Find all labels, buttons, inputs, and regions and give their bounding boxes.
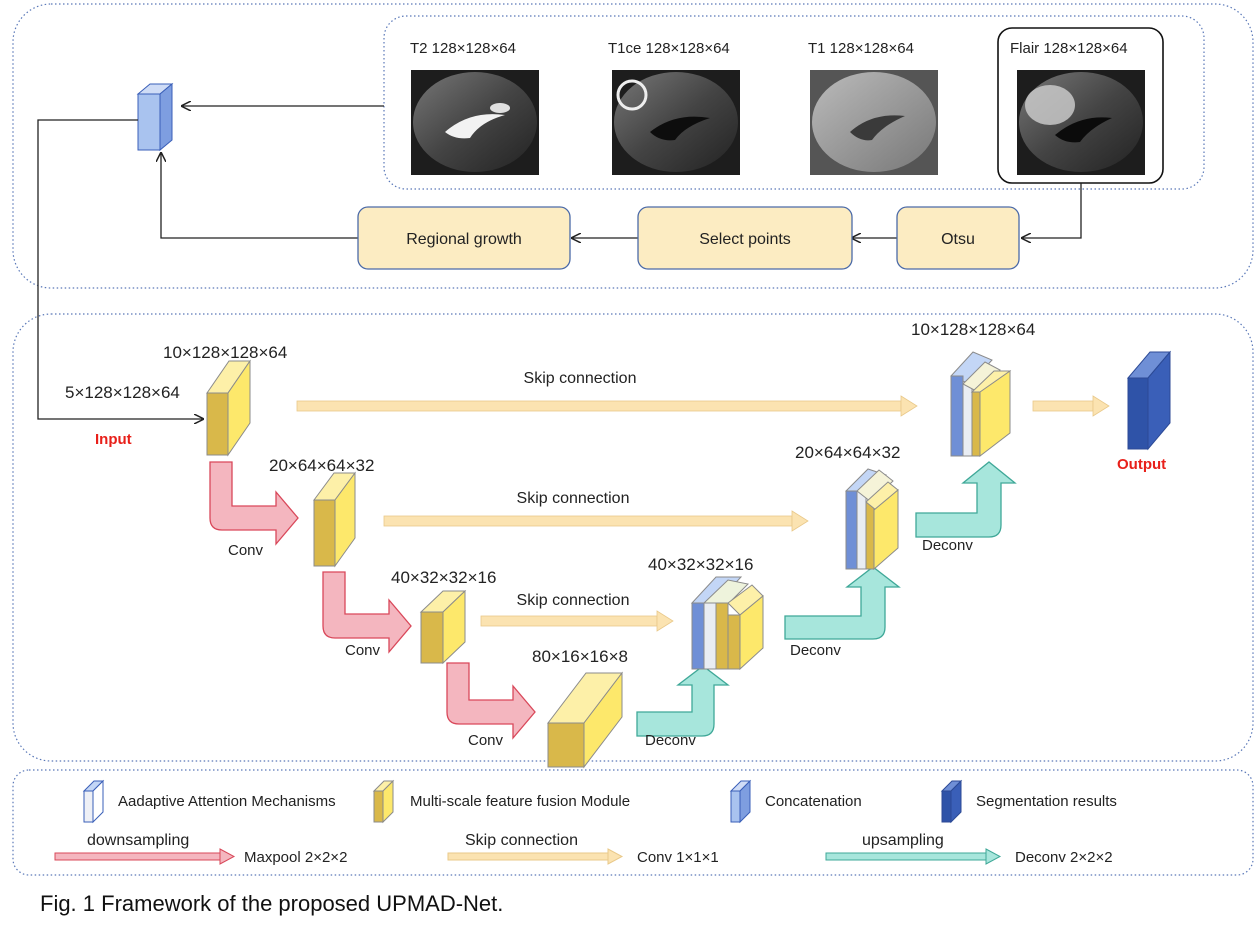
legend-panel (12, 769, 1254, 876)
input-label: Input (95, 431, 132, 448)
enc2-dim-label: 20×64×64×32 (269, 456, 374, 475)
input-dim-label: 5×128×128×64 (65, 383, 180, 402)
legend-seg-icon (940, 779, 963, 824)
legend-up-desc: Deconv 2×2×2 (1015, 849, 1113, 866)
legend-msff-label: Multi-scale feature fusion Module (410, 793, 630, 810)
deconv-label-2: Deconv (790, 642, 841, 659)
modality-label-t1: T1 128×128×64 (808, 40, 914, 57)
modality-label-t2: T2 128×128×64 (410, 40, 516, 57)
arrow-flair-to-otsu (1022, 183, 1082, 238)
deconv-arrow-3 (915, 461, 1017, 538)
conv-arrow-3 (446, 662, 536, 740)
enc1-dim-label: 10×128×128×64 (163, 343, 287, 362)
legend-up-title: upsampling (862, 832, 944, 849)
conv-arrow-2 (322, 571, 412, 654)
legend-down-arrow (54, 848, 236, 865)
encoder-block-1 (206, 359, 251, 457)
enc3-dim-label: 40×32×32×16 (391, 568, 496, 587)
legend-up-arrow (825, 848, 1002, 865)
otsu-box (896, 206, 1020, 270)
legend-attention-icon (82, 779, 105, 824)
encoder-block-2 (313, 471, 356, 568)
regional-growth-label: Regional growth (406, 231, 522, 248)
legend-down-title: downsampling (87, 832, 189, 849)
deconv-arrow-2 (784, 566, 901, 640)
bottleneck-dim-label: 80×16×16×8 (532, 647, 628, 666)
modalities-panel (383, 15, 1205, 190)
skip-label-3: Skip connection (517, 592, 630, 609)
concatenated-input-cube (136, 82, 174, 152)
arrow-input-to-network (37, 119, 203, 419)
dec2-dim-label: 20×64×64×32 (795, 443, 900, 462)
conv-arrow-1 (209, 461, 299, 546)
legend-concat-label: Concatenation (765, 793, 862, 810)
preprocessing-panel (12, 3, 1254, 289)
deconv-arrow-1 (636, 665, 730, 737)
legend-skip-arrow (447, 848, 624, 865)
select-points-box (637, 206, 853, 270)
select-points-label: Select points (699, 231, 791, 248)
figure-caption: Fig. 1 Framework of the proposed UPMAD-N… (40, 891, 503, 916)
arrow-growth-to-input (161, 153, 358, 239)
legend-skip-desc: Conv 1×1×1 (637, 849, 719, 866)
mri-image-t2 (411, 70, 539, 175)
otsu-label: Otsu (941, 231, 975, 248)
conv-label-2: Conv (345, 642, 381, 659)
legend-skip-title: Skip connection (465, 832, 578, 849)
decoder-block-2 (845, 468, 899, 571)
legend-concat-icon (729, 779, 752, 824)
legend-seg-label: Segmentation results (976, 793, 1117, 810)
decoder-block-3 (690, 576, 764, 671)
decoder-block-1 (950, 351, 1012, 458)
mri-image-t1ce (612, 70, 740, 175)
skip-arrow-1 (296, 395, 918, 417)
bottleneck-block (546, 671, 624, 769)
deconv-label-1: Deconv (645, 732, 696, 749)
skip-label-1: Skip connection (524, 370, 637, 387)
skip-arrow-2 (383, 510, 809, 532)
dec1-dim-label: 10×128×128×64 (911, 320, 1035, 339)
output-arrow (1032, 395, 1110, 417)
conv-label-1: Conv (228, 542, 264, 559)
legend-msff-icon (372, 779, 395, 824)
encoder-block-3 (419, 589, 467, 665)
dec3-dim-label: 40×32×32×16 (648, 555, 753, 574)
skip-arrow-3 (480, 610, 674, 632)
legend-attention-label: Aadaptive Attention Mechanisms (118, 793, 336, 810)
mri-image-flair (1017, 70, 1145, 175)
legend-down-desc: Maxpool 2×2×2 (244, 849, 347, 866)
deconv-label-3: Deconv (922, 537, 973, 554)
modality-label-t1ce: T1ce 128×128×64 (608, 40, 730, 57)
regional-growth-box (357, 206, 571, 270)
network-panel (12, 313, 1254, 762)
conv-label-3: Conv (468, 732, 504, 749)
modality-label-flair: Flair 128×128×64 (1010, 40, 1128, 57)
skip-label-2: Skip connection (517, 490, 630, 507)
mri-image-t1 (810, 70, 938, 175)
output-block (1126, 350, 1172, 451)
output-label: Output (1117, 456, 1166, 473)
